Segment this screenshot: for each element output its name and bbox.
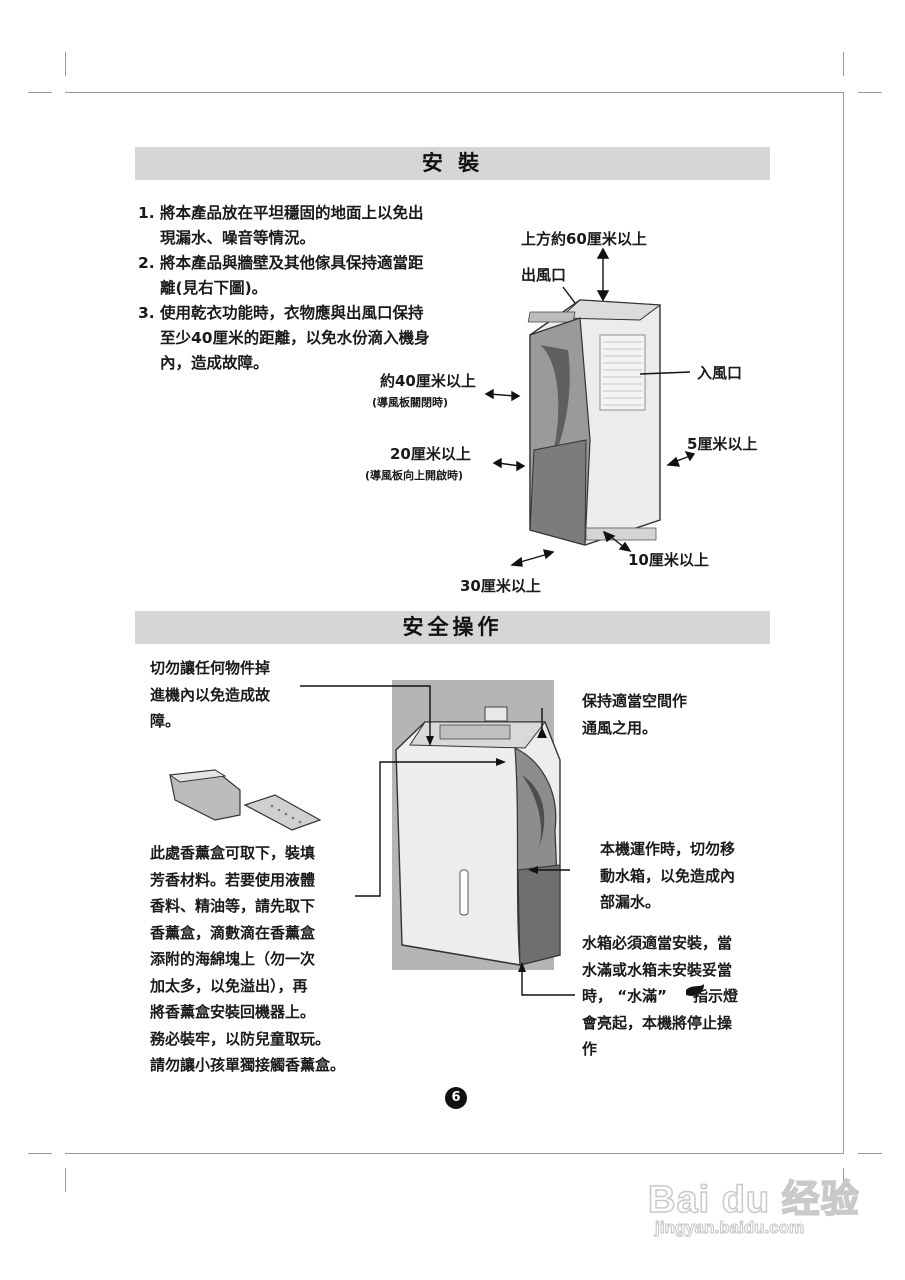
page-border-right bbox=[843, 92, 844, 1154]
label-right-side: 5厘米以上 bbox=[687, 435, 758, 453]
item-line: 將本產品放在平坦穩固的地面上以免出 bbox=[160, 204, 424, 222]
label-left-open-note: (導風板向上開啟時) bbox=[365, 469, 464, 482]
label-air-outlet: 出風口 bbox=[521, 266, 567, 284]
item-number: 1. bbox=[138, 204, 155, 222]
watermark-url: jingyan.baidu.com bbox=[654, 1218, 805, 1238]
install-item-2: 2. 將本產品與牆壁及其他傢具保持適當距 離(見右下圖)。 bbox=[138, 251, 424, 301]
note-line: 添附的海綿塊上（勿一次 bbox=[150, 950, 316, 968]
label-air-inlet: 入風口 bbox=[697, 364, 743, 382]
note-line: 本機運作時，切勿移 bbox=[600, 840, 736, 858]
note-line: 障。 bbox=[150, 712, 181, 730]
item-line: 至少40厘米的距離，以免水份滴入機身 bbox=[160, 329, 430, 347]
install-item-3: 3. 使用乾衣功能時，衣物應與出風口保持 至少40厘米的距離，以免水份滴入機身 內… bbox=[138, 301, 430, 376]
label-rear: 10厘米以上 bbox=[628, 551, 709, 569]
section-title-safe-operation: 安全操作 bbox=[135, 611, 770, 644]
note-line: 進機內以免造成故 bbox=[150, 685, 271, 704]
tank-full-icon bbox=[686, 984, 704, 996]
page-number: 6 bbox=[445, 1087, 467, 1109]
note-line: 作 bbox=[582, 1040, 598, 1058]
note-line: 香薰盒，滴數滴在香薰盒 bbox=[150, 923, 316, 942]
note-line: 通風之用。 bbox=[582, 718, 658, 737]
note-fragrance-box: 此處香薰盒可取下，裝填 芳香材料。若要使用液體 香料、精油等，請先取下 香薰盒，… bbox=[150, 840, 345, 1079]
section-title-installation: 安 裝 bbox=[135, 147, 770, 180]
crop-mark-top-right-v bbox=[843, 52, 844, 76]
note-line: 芳香材料。若要使用液體 bbox=[150, 870, 316, 889]
crop-mark-bottom-right-h bbox=[858, 1153, 882, 1154]
note-line: 香料、精油等，請先取下 bbox=[150, 897, 316, 915]
page-border-top bbox=[65, 92, 843, 93]
item-line: 使用乾衣功能時，衣物應與出風口保持 bbox=[160, 304, 424, 322]
note-line: 水箱必須適當安裝，當 bbox=[582, 934, 733, 952]
note-line: 務必裝牢，以防兒童取玩。 bbox=[150, 1029, 331, 1048]
watermark-logo: Bai du 经验 bbox=[647, 1178, 860, 1222]
note-no-objects: 切勿讓任何物件掉 進機內以免造成故 障。 bbox=[150, 655, 270, 735]
item-line: 現漏水、噪音等情況。 bbox=[160, 229, 316, 247]
note-ventilation: 保持適當空間作 通風之用。 bbox=[582, 688, 687, 741]
page-border-bottom bbox=[65, 1153, 843, 1154]
label-left-open: 20厘米以上 bbox=[390, 445, 471, 463]
note-line: 保持適當空間作 bbox=[582, 692, 688, 710]
item-number: 3. bbox=[138, 304, 155, 322]
item-line: 離(見右下圖)。 bbox=[160, 279, 268, 297]
note-line: 水滿或水箱未安裝妥當 bbox=[582, 960, 733, 979]
note-tank-install: 水箱必須適當安裝，當 水滿或水箱未安裝妥當 時， “水滿” 指示燈 會亮起，本機將… bbox=[582, 930, 738, 1063]
install-item-1: 1. 將本產品放在平坦穩固的地面上以免出 現漏水、噪音等情況。 bbox=[138, 201, 424, 251]
note-line: 部漏水。 bbox=[600, 893, 661, 911]
note-line: 將香薰盒安裝回機器上。 bbox=[150, 1003, 316, 1021]
crop-mark-bottom-right-v bbox=[843, 1168, 844, 1192]
crop-mark-top-right-h bbox=[858, 92, 882, 93]
crop-mark-top-left-h bbox=[28, 92, 52, 93]
label-front: 30厘米以上 bbox=[460, 577, 541, 595]
crop-mark-top-left-v bbox=[65, 52, 66, 76]
note-line: 會亮起，本機將停止操 bbox=[582, 1013, 733, 1032]
note-line: 此處香薰盒可取下，裝填 bbox=[150, 844, 316, 862]
item-line: 將本產品與牆壁及其他傢具保持適當距 bbox=[160, 254, 424, 272]
dehumidifier-illustration-top bbox=[527, 299, 662, 546]
item-line: 內，造成故障。 bbox=[160, 354, 269, 372]
note-line: 切勿讓任何物件掉 bbox=[150, 659, 271, 677]
label-left-closed-note: (導風板關閉時) bbox=[372, 396, 449, 409]
note-line: 動水箱，以免造成內 bbox=[600, 866, 736, 885]
dehumidifier-illustration-bottom bbox=[395, 706, 561, 966]
note-line: 時， “水滿” bbox=[582, 987, 667, 1005]
crop-mark-bottom-left-h bbox=[28, 1153, 52, 1154]
label-top-clearance: 上方約60厘米以上 bbox=[521, 230, 647, 248]
item-number: 2. bbox=[138, 254, 155, 272]
fragrance-box-illustration bbox=[168, 769, 322, 831]
note-line: 加太多，以免溢出），再 bbox=[150, 976, 308, 995]
note-line: 請勿讓小孩單獨接觸香薰盒。 bbox=[150, 1056, 346, 1074]
note-line-tail: 指示燈 bbox=[692, 987, 738, 1005]
note-do-not-move-tank: 本機運作時，切勿移 動水箱，以免造成內 部漏水。 bbox=[600, 836, 735, 916]
label-left-closed: 約40厘米以上 bbox=[380, 372, 476, 390]
crop-mark-bottom-left-v bbox=[65, 1168, 66, 1192]
